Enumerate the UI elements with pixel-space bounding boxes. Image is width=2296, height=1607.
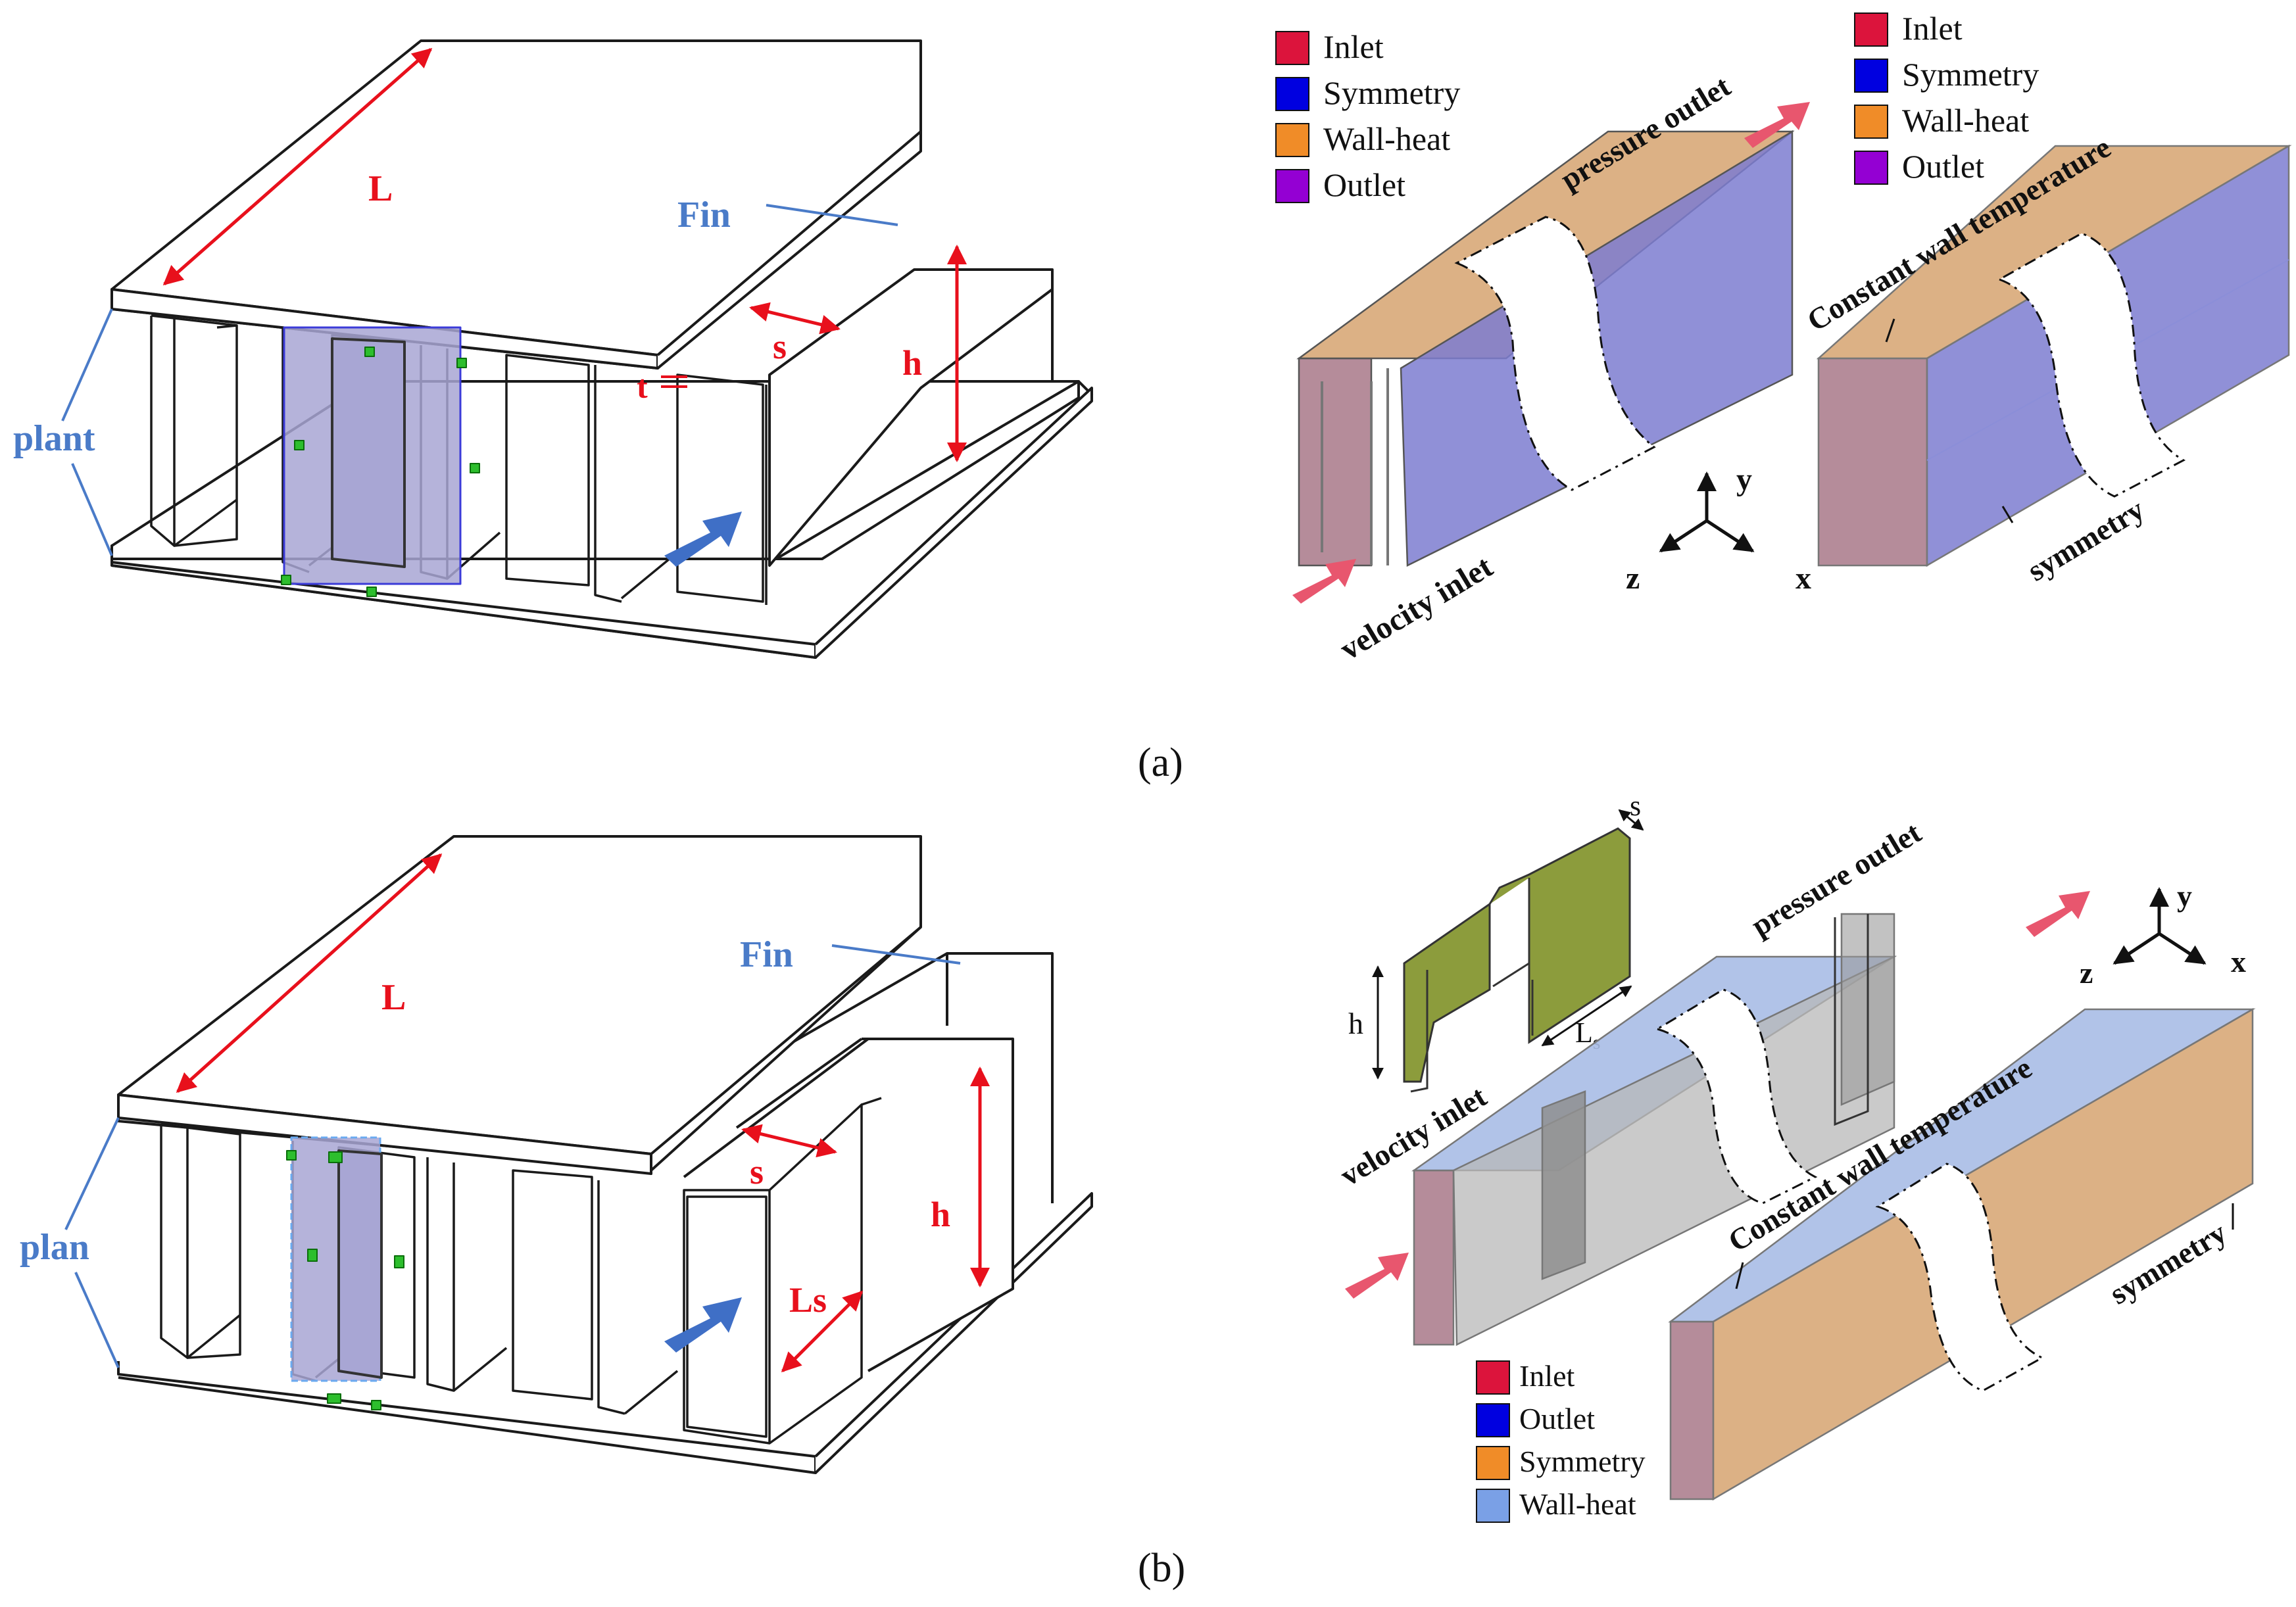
panel-b: L Fin s h Ls plan h s Ls [20,790,2256,1591]
dimension-arrow-s-b [741,1124,837,1158]
dimension-arrow-L-b [176,853,443,1093]
flow-arrow-a [664,512,742,567]
domain-b-channel [1411,913,1897,1346]
dimension-arrow-L-a [162,48,433,285]
legend-a-2-outlet: Outlet [1902,148,1984,185]
plant-leader-top-a [61,308,113,421]
dimension-label-ls-b: Ls [789,1280,827,1320]
legend-a-1: Inlet Symmetry Wall-heat Outlet [1275,28,1460,203]
fin-detail-ls-arrow [1541,985,1632,1047]
symmetry-leader-a [2001,506,2014,523]
legend-b-wall-heat: Wall-heat [1519,1487,1636,1521]
axis-y-label-b: y [2177,879,2192,913]
legend-b-outlet: Outlet [1519,1402,1595,1435]
legend-a-1-inlet: Inlet [1323,28,1384,65]
cwt-leader-b [1735,1262,1744,1289]
cwt-leader-a [1885,318,1895,343]
axes-b [2113,887,2207,965]
legend-b-symmetry: Symmetry [1519,1445,1646,1478]
dimension-label-h-a: h [902,343,922,383]
axis-y-label-a: y [1736,462,1752,497]
dimension-label-t-a: t [637,368,648,405]
axis-z-label-a: z [1626,561,1640,596]
dimension-label-L-a: L [368,168,393,209]
legend-a-1-outlet: Outlet [1323,166,1405,203]
outlet-arrow-a [1744,102,1810,148]
legend-b: Inlet Outlet Symmetry Wall-heat [1476,1359,1646,1523]
fin-detail-s-arrow [1618,809,1644,831]
dimension-label-s-a: s [773,327,787,366]
caption-a: (a) [1138,740,1183,785]
legend-a-2-wall-heat: Wall-heat [1902,102,2029,139]
fin-detail-h-label: h [1348,1007,1363,1040]
legend-a-2-inlet: Inlet [1902,10,1963,47]
axes-a [1659,471,1755,553]
fin-leader-b [831,944,961,965]
legend-a-2-symmetry: Symmetry [1902,56,2039,93]
velocity-inlet-label-a: velocity inlet [1334,549,1498,667]
fin-leader-a [766,204,898,226]
plan-label-b: plan [20,1227,89,1268]
fin-detail-s-label: s [1630,790,1641,822]
outlet-arrow-b [2026,891,2090,937]
caption-b: (b) [1138,1546,1185,1591]
heat-sink-drawing-a [110,39,1093,659]
fin-label-b: Fin [740,934,793,975]
dimension-label-L-b: L [381,977,406,1018]
domain-a-box [1816,144,2292,567]
plan-leader-top-b [64,1117,120,1230]
symmetry-label-a: symmetry [2022,492,2150,588]
flow-arrow-b [664,1297,742,1353]
domain-a-channel [1296,130,1795,567]
axis-z-label-b: z [2080,956,2093,990]
heat-sink-drawing-b [117,835,1093,1474]
legend-a-2: Inlet Symmetry Wall-heat Outlet [1854,10,2039,185]
legend-a-1-wall-heat: Wall-heat [1323,120,1450,157]
dimension-label-s-b: s [750,1152,764,1191]
plant-leader-bottom-a [71,463,113,556]
inlet-arrow-b [1345,1253,1409,1299]
selection-handles-a[interactable] [281,347,480,597]
axis-x-label-b: x [2231,945,2246,978]
legend-a-1-symmetry: Symmetry [1323,74,1460,111]
inlet-arrow-a [1292,559,1356,604]
domain-b-box [1668,1007,2256,1501]
dimension-label-h-b: h [931,1195,950,1234]
legend-b-inlet: Inlet [1519,1359,1575,1393]
pressure-outlet-label-b: pressure outlet [1746,815,1927,943]
dimension-arrow-ls-b [781,1290,864,1373]
plant-label-a: plant [13,418,95,459]
dimension-arrow-s-a [749,302,841,335]
selection-handles-b[interactable] [286,1150,404,1410]
fin-label-a: Fin [677,195,731,235]
axis-x-label-a: x [1795,561,1811,596]
panel-a: L Fin s h t plant Inlet Symmetry Wall-he… [13,10,2292,785]
plan-leader-bottom-b [74,1272,120,1368]
fin-detail-ls-main: L [1575,1017,1593,1049]
